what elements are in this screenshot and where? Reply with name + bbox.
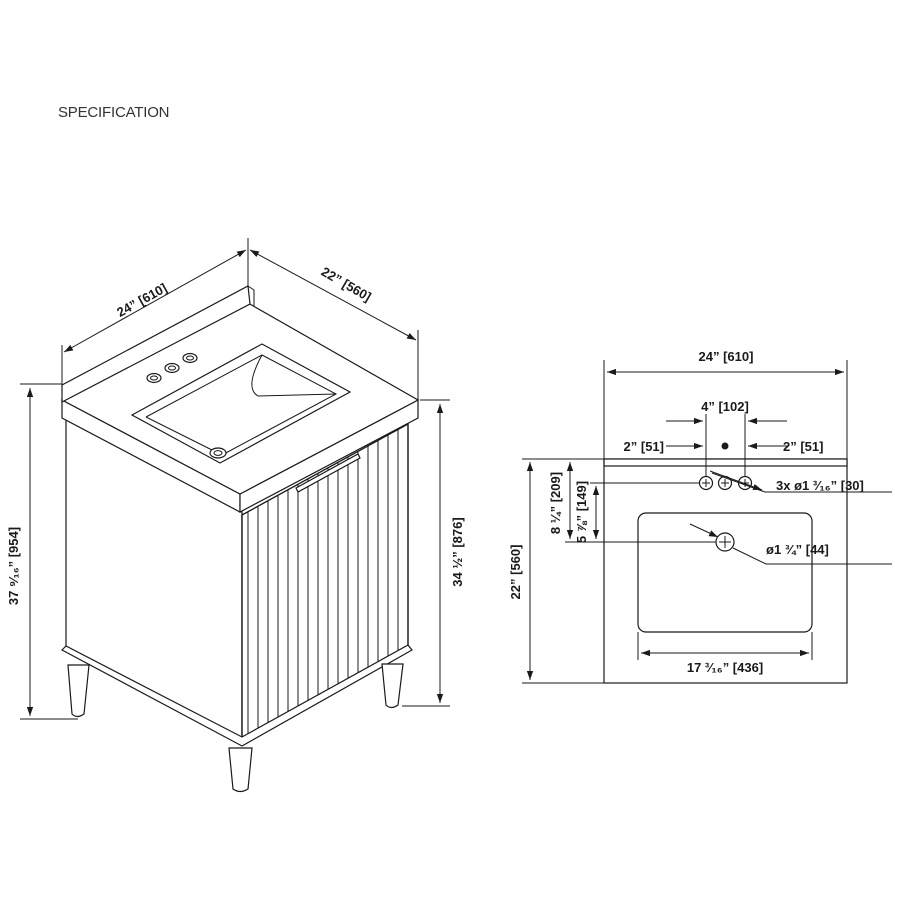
iso-depth-label: 22” [560] [319,264,374,304]
top-width-label: 24” [610] [699,349,754,364]
leg-front [228,747,253,793]
top-view-basin [637,512,813,633]
iso-width-label: 24” [610] [114,280,169,320]
top-view [603,442,848,684]
page-title: SPECIFICATION [58,104,170,121]
top-basin-width-label: 17 ³⁄₁₆” [436] [687,660,763,675]
faucet-hole-icon [182,352,198,364]
leg-right [381,663,404,709]
faucet-hole-icon [164,362,180,374]
cabinet-plinth [61,644,413,747]
top-faucet-holes-label: 3x ø1 ³⁄₁₆” [30] [776,478,864,493]
basin-rim [130,343,352,464]
drain-icon [209,447,227,459]
isometric-vanity [60,285,420,793]
faucet-hole-icon [146,372,162,384]
top-depth-label: 22” [560] [508,545,523,600]
top-drain-diameter-label: ø1 ¾” [44] [766,542,829,557]
top-basin-offset-label: 5 ⅞” [149] [574,481,589,543]
top-view-dimensions [522,360,892,684]
door-handle [295,453,361,493]
iso-counter-height-label: 34 ½” [876] [450,517,465,586]
fluted-door [247,430,399,738]
iso-dimensions [20,238,450,720]
top-hole-spacing-label: 4” [102] [701,399,749,414]
iso-total-height-label: 37 ⁹⁄₁₆” [954] [6,527,21,605]
leg-left [67,664,90,718]
top-left-offset-label: 2” [51] [624,439,664,454]
top-drain-depth-label: 8 ¼” [209] [548,472,563,534]
top-right-offset-label: 2” [51] [783,439,823,454]
center-mark-icon [721,442,729,450]
top-view-backsplash [603,458,848,467]
